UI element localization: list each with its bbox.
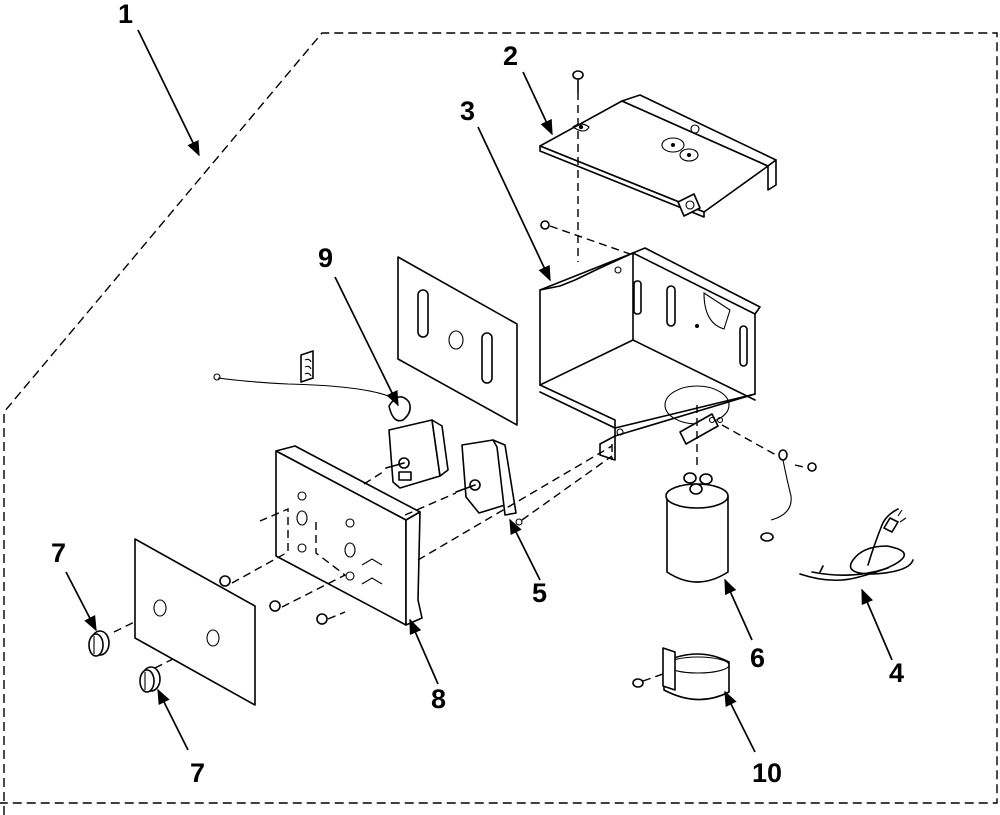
callout-5-label: 5 (532, 578, 547, 608)
callout-2-leader (522, 71, 553, 136)
ground-wire[interactable] (760, 449, 817, 542)
callout-9-leader (334, 276, 399, 407)
callout-1-label: 1 (118, 0, 133, 29)
callout-8[interactable]: 8 (409, 618, 446, 714)
callout-1[interactable]: 1 (118, 0, 200, 157)
case-screw (540, 220, 634, 256)
callout-6-label: 6 (750, 643, 765, 673)
panel-screws (219, 575, 328, 625)
faceplate[interactable] (134, 538, 256, 706)
callout-7-upper-label: 7 (51, 538, 66, 568)
cover-screw (572, 70, 584, 262)
callout-2[interactable]: 2 (503, 41, 553, 136)
callout-8-label: 8 (431, 684, 446, 714)
control-box-cover[interactable] (539, 94, 777, 218)
callout-4[interactable]: 4 (861, 588, 904, 688)
callout-7-upper[interactable]: 7 (51, 538, 97, 632)
callout-4-leader (861, 588, 893, 661)
callout-5-leader (509, 518, 541, 581)
callout-10[interactable]: 10 (724, 690, 782, 788)
callout-4-label: 4 (889, 658, 904, 688)
callout-6[interactable]: 6 (724, 578, 765, 673)
callout-6-leader (724, 578, 753, 641)
callout-9[interactable]: 9 (318, 243, 399, 407)
power-cord[interactable] (799, 508, 914, 582)
callout-10-label: 10 (752, 758, 782, 788)
callout-7-lower-leader (157, 688, 189, 751)
callout-9-label: 9 (318, 243, 333, 273)
callout-7-lower[interactable]: 7 (157, 688, 205, 788)
control-knob-lower[interactable] (139, 666, 161, 693)
callout-2-label: 2 (503, 41, 518, 71)
callout-1-leader (137, 29, 200, 157)
rotary-switch[interactable] (455, 439, 523, 526)
capacitor[interactable] (665, 472, 729, 583)
callout-7-lower-label: 7 (190, 758, 205, 788)
control-box-case[interactable] (539, 247, 761, 461)
insulation-panel[interactable] (397, 256, 518, 426)
capacitor-clamp[interactable] (632, 647, 730, 701)
callout-3[interactable]: 3 (460, 96, 551, 282)
callout-10-leader (724, 690, 756, 753)
control-knob-upper[interactable] (88, 630, 110, 657)
callout-8-leader (409, 618, 439, 685)
callout-3-leader (477, 126, 551, 282)
callout-3-label: 3 (460, 96, 475, 126)
assembly-boundary (0, 32, 998, 815)
control-panel[interactable] (275, 445, 423, 626)
callout-7-upper-leader (65, 571, 97, 632)
callout-5[interactable]: 5 (509, 518, 547, 608)
